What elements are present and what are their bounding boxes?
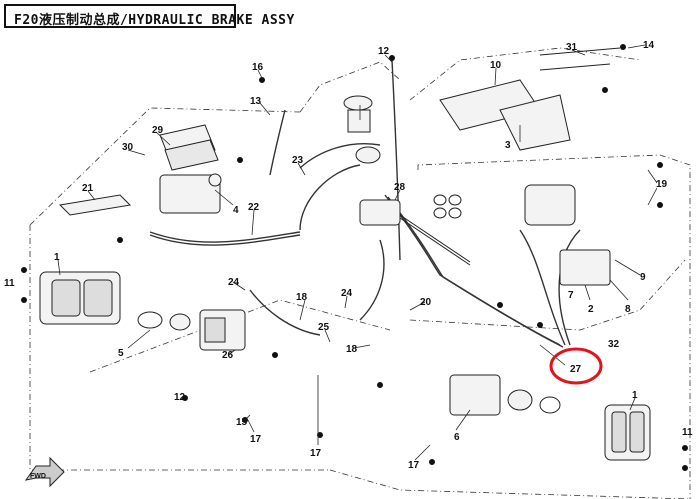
callout-12: 12 (378, 46, 390, 57)
callout-16: 16 (252, 62, 264, 73)
callout-6: 6 (454, 432, 460, 443)
callout-17: 17 (310, 448, 322, 459)
callout-17: 17 (250, 434, 262, 445)
upper-right-pedal-parts (433, 47, 621, 286)
callout-2: 2 (588, 304, 594, 315)
callout-17: 17 (408, 460, 420, 471)
callout-15: 15 (236, 417, 248, 428)
callout-30: 30 (122, 142, 134, 153)
callout-11: 11 (4, 278, 15, 289)
callout-14: 14 (643, 40, 655, 51)
callout-1: 1 (632, 390, 638, 401)
fasteners (21, 44, 688, 471)
callout-24: 24 (341, 288, 353, 299)
label-32: 32 (608, 339, 620, 350)
callout-26: 26 (222, 350, 234, 361)
diagram-title: F20液压制动总成/HYDRAULIC BRAKE ASSY (14, 13, 295, 28)
callout-18: 18 (296, 292, 308, 303)
callout-7: 7 (568, 290, 574, 301)
callout-5: 5 (118, 348, 124, 359)
callout-1: 1 (54, 252, 60, 263)
callout-23: 23 (292, 155, 304, 166)
leader-lines (57, 44, 658, 461)
callout-18: 18 (346, 344, 358, 355)
callout-8: 8 (625, 304, 631, 315)
callout-19: 19 (656, 179, 668, 190)
callout-11: 11 (682, 427, 693, 438)
callout-21: 21 (82, 183, 94, 194)
callout-4: 4 (233, 205, 239, 216)
callout-28: 28 (394, 182, 406, 193)
title-box: F20液压制动总成/HYDRAULIC BRAKE ASSY (4, 4, 294, 28)
highlight-circle (549, 347, 603, 385)
callout-3: 3 (505, 140, 511, 151)
foot-master-cylinder (343, 95, 471, 266)
callout-numbers: 1 1 2 3 4 5 6 7 8 9 10 11 11 12 12 13 14… (4, 40, 693, 471)
callout-12: 12 (174, 392, 186, 403)
brake-hoses (149, 59, 581, 348)
callout-20: 20 (420, 297, 432, 308)
callout-29: 29 (152, 125, 164, 136)
callout-27: 27 (570, 364, 582, 375)
rear-right-caliper (449, 374, 651, 461)
callout-13: 13 (250, 96, 262, 107)
fwd-arrow-icon: FWD (24, 456, 65, 488)
handlebar-master-cylinder (58, 124, 222, 216)
callout-9: 9 (640, 272, 646, 283)
callout-22: 22 (248, 202, 260, 213)
callout-10: 10 (490, 60, 502, 71)
callout-25: 25 (318, 322, 330, 333)
callout-31: 31 (566, 42, 578, 53)
assembly-boundaries (29, 47, 691, 499)
fwd-label: FWD (30, 473, 46, 480)
front-left-caliper (39, 271, 246, 351)
callout-24: 24 (228, 277, 240, 288)
